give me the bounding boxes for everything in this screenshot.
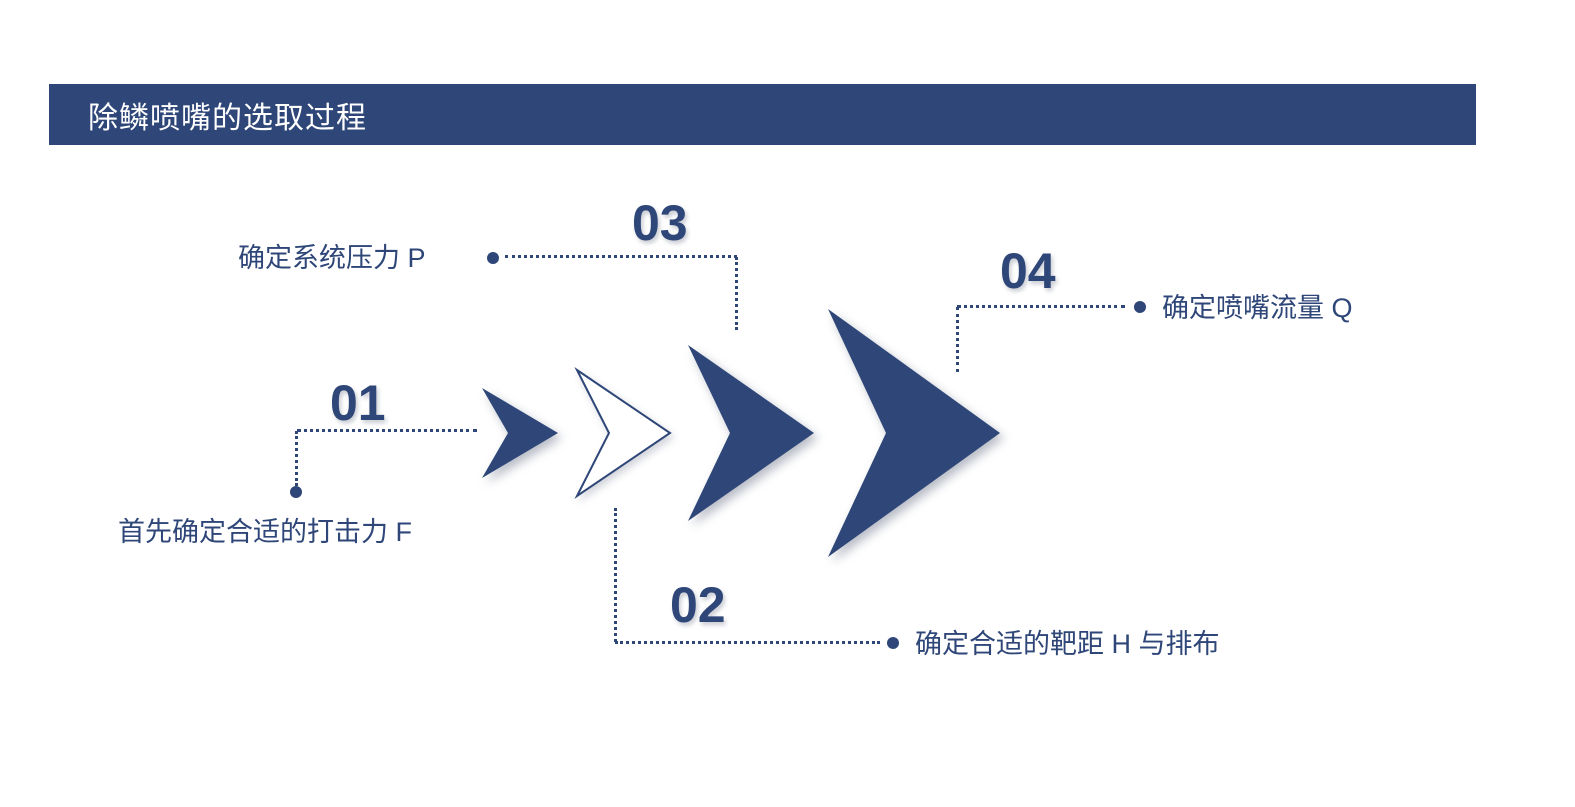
slide-title: 除鳞喷嘴的选取过程: [88, 101, 367, 135]
step-02-connector-line: [615, 641, 880, 644]
step-02-number: 02: [670, 577, 726, 633]
step-04-number: 04: [1000, 243, 1056, 299]
step-02-connector-dot: [887, 637, 899, 649]
step-02-connector-line: [614, 508, 617, 642]
step-03-number: 03: [632, 195, 688, 251]
step-01-connector-line: [297, 429, 477, 432]
chevron-outline-icon: [574, 367, 672, 499]
step-04-connector-line: [956, 307, 959, 372]
step-01-connector-dot: [290, 486, 302, 498]
step-03-connector-line: [505, 255, 737, 258]
step-02-label: 确定合适的靶距 H 与排布: [915, 629, 1220, 659]
chevron-large-icon: [828, 309, 1000, 557]
step-01-label: 首先确定合适的打击力 F: [118, 517, 412, 547]
step-03-label: 确定系统压力 P: [238, 243, 426, 273]
step-01-connector-line: [295, 431, 298, 486]
chevron-small-icon: [482, 388, 558, 478]
step-04-label: 确定喷嘴流量 Q: [1162, 293, 1353, 323]
step-04-connector-dot: [1134, 301, 1146, 313]
header-bar: 除鳞喷嘴的选取过程: [49, 84, 1476, 145]
step-03-connector-line: [735, 257, 738, 330]
step-04-connector-line: [957, 305, 1125, 308]
step-01-number: 01: [330, 375, 386, 431]
chevron-medium-icon: [688, 345, 814, 521]
step-03-connector-dot: [487, 252, 499, 264]
